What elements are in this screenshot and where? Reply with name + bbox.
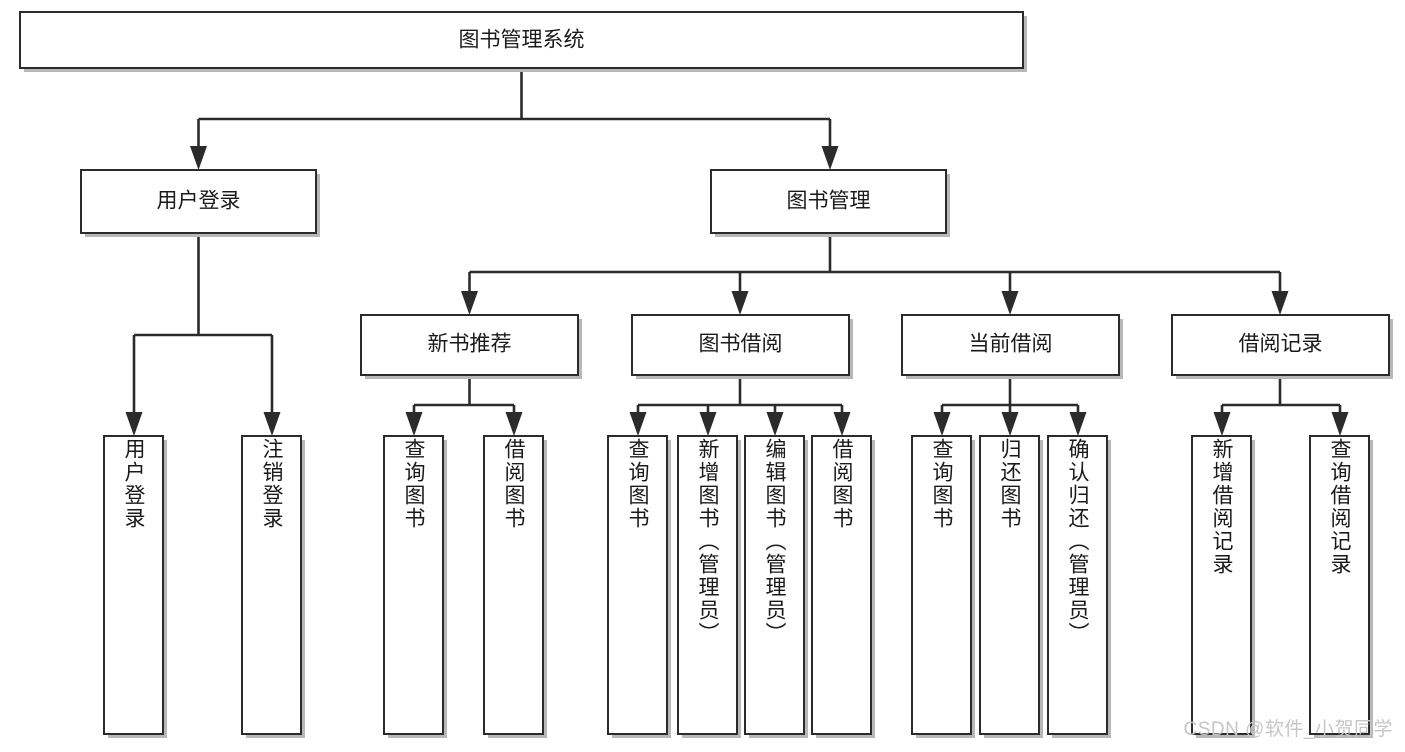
leaf-box-confirm-return[interactable] [1047, 435, 1108, 735]
arrow-head-leaf-add-record [1213, 412, 1231, 436]
node-new-book-recommend-label: 新书推荐 [428, 333, 512, 356]
arrow-head-user-login [190, 146, 207, 170]
arrow-head-leaf-query-book-1 [405, 412, 423, 436]
leaf-box-logout-login[interactable] [241, 435, 302, 735]
leaf-boxes-group [103, 435, 1373, 738]
node-book-borrow[interactable]: 图书借阅 [631, 314, 853, 379]
leaf-box-add-record[interactable] [1191, 435, 1252, 735]
node-current-borrow-label: 当前借阅 [969, 333, 1053, 356]
arrow-head-leaf-edit-book [766, 412, 784, 436]
connector-group-book-borrow [629, 375, 851, 436]
connector-group-root [190, 68, 839, 170]
arrow-head-book-borrow [731, 291, 749, 315]
arrow-head-leaf-logout-login [263, 412, 281, 436]
leaf-box-edit-book[interactable] [744, 435, 805, 735]
arrow-head-leaf-return-book [1001, 412, 1019, 436]
connector-group-new-book-recommend [405, 375, 523, 436]
arrow-head-leaf-query-book-3 [933, 412, 951, 436]
leaf-box-borrow-book-2[interactable] [811, 435, 872, 735]
leaf-box-borrow-book-1[interactable] [483, 435, 544, 735]
watermark-text: CSDN @软件_小贺同学 [1183, 719, 1393, 740]
node-root[interactable]: 图书管理系统 [19, 11, 1027, 72]
node-borrow-record-label: 借阅记录 [1239, 333, 1323, 356]
connector-group-user-login [125, 233, 281, 436]
node-borrow-record[interactable]: 借阅记录 [1171, 314, 1393, 379]
arrow-head-new-book-recommend [461, 291, 478, 315]
node-root-label: 图书管理系统 [459, 29, 585, 52]
node-current-borrow[interactable]: 当前借阅 [901, 314, 1123, 379]
leaf-box-query-book-2[interactable] [607, 435, 668, 735]
connector-group-book-manage [461, 233, 1289, 315]
node-user-login[interactable]: 用户登录 [80, 169, 320, 237]
arrow-head-leaf-borrow-book-2 [833, 412, 851, 436]
arrow-head-leaf-borrow-book-1 [505, 412, 523, 436]
arrow-head-leaf-add-book [699, 412, 717, 436]
arrow-head-current-borrow [1001, 291, 1019, 315]
leaf-box-add-book[interactable] [677, 435, 738, 735]
arrow-head-leaf-user-login [125, 412, 143, 436]
arrow-head-leaf-query-record [1331, 412, 1349, 436]
leaf-box-query-record[interactable] [1309, 435, 1370, 735]
arrow-head-book-manage [821, 146, 839, 170]
node-book-manage[interactable]: 图书管理 [710, 169, 950, 237]
node-book-borrow-label: 图书借阅 [699, 333, 783, 356]
connector-group-borrow-record [1213, 375, 1349, 436]
arrow-head-borrow-record [1271, 291, 1289, 315]
node-user-login-label: 用户登录 [157, 190, 241, 213]
leaf-box-query-book-3[interactable] [911, 435, 972, 735]
leaf-box-user-login[interactable] [103, 435, 164, 735]
node-book-manage-label: 图书管理 [787, 190, 871, 213]
arrow-head-leaf-confirm-return [1069, 412, 1087, 436]
leaf-box-query-book-1[interactable] [383, 435, 444, 735]
node-new-book-recommend[interactable]: 新书推荐 [360, 314, 582, 379]
leaf-box-return-book[interactable] [979, 435, 1040, 735]
connector-group-current-borrow [933, 375, 1087, 436]
arrow-head-leaf-query-book-2 [629, 412, 647, 436]
